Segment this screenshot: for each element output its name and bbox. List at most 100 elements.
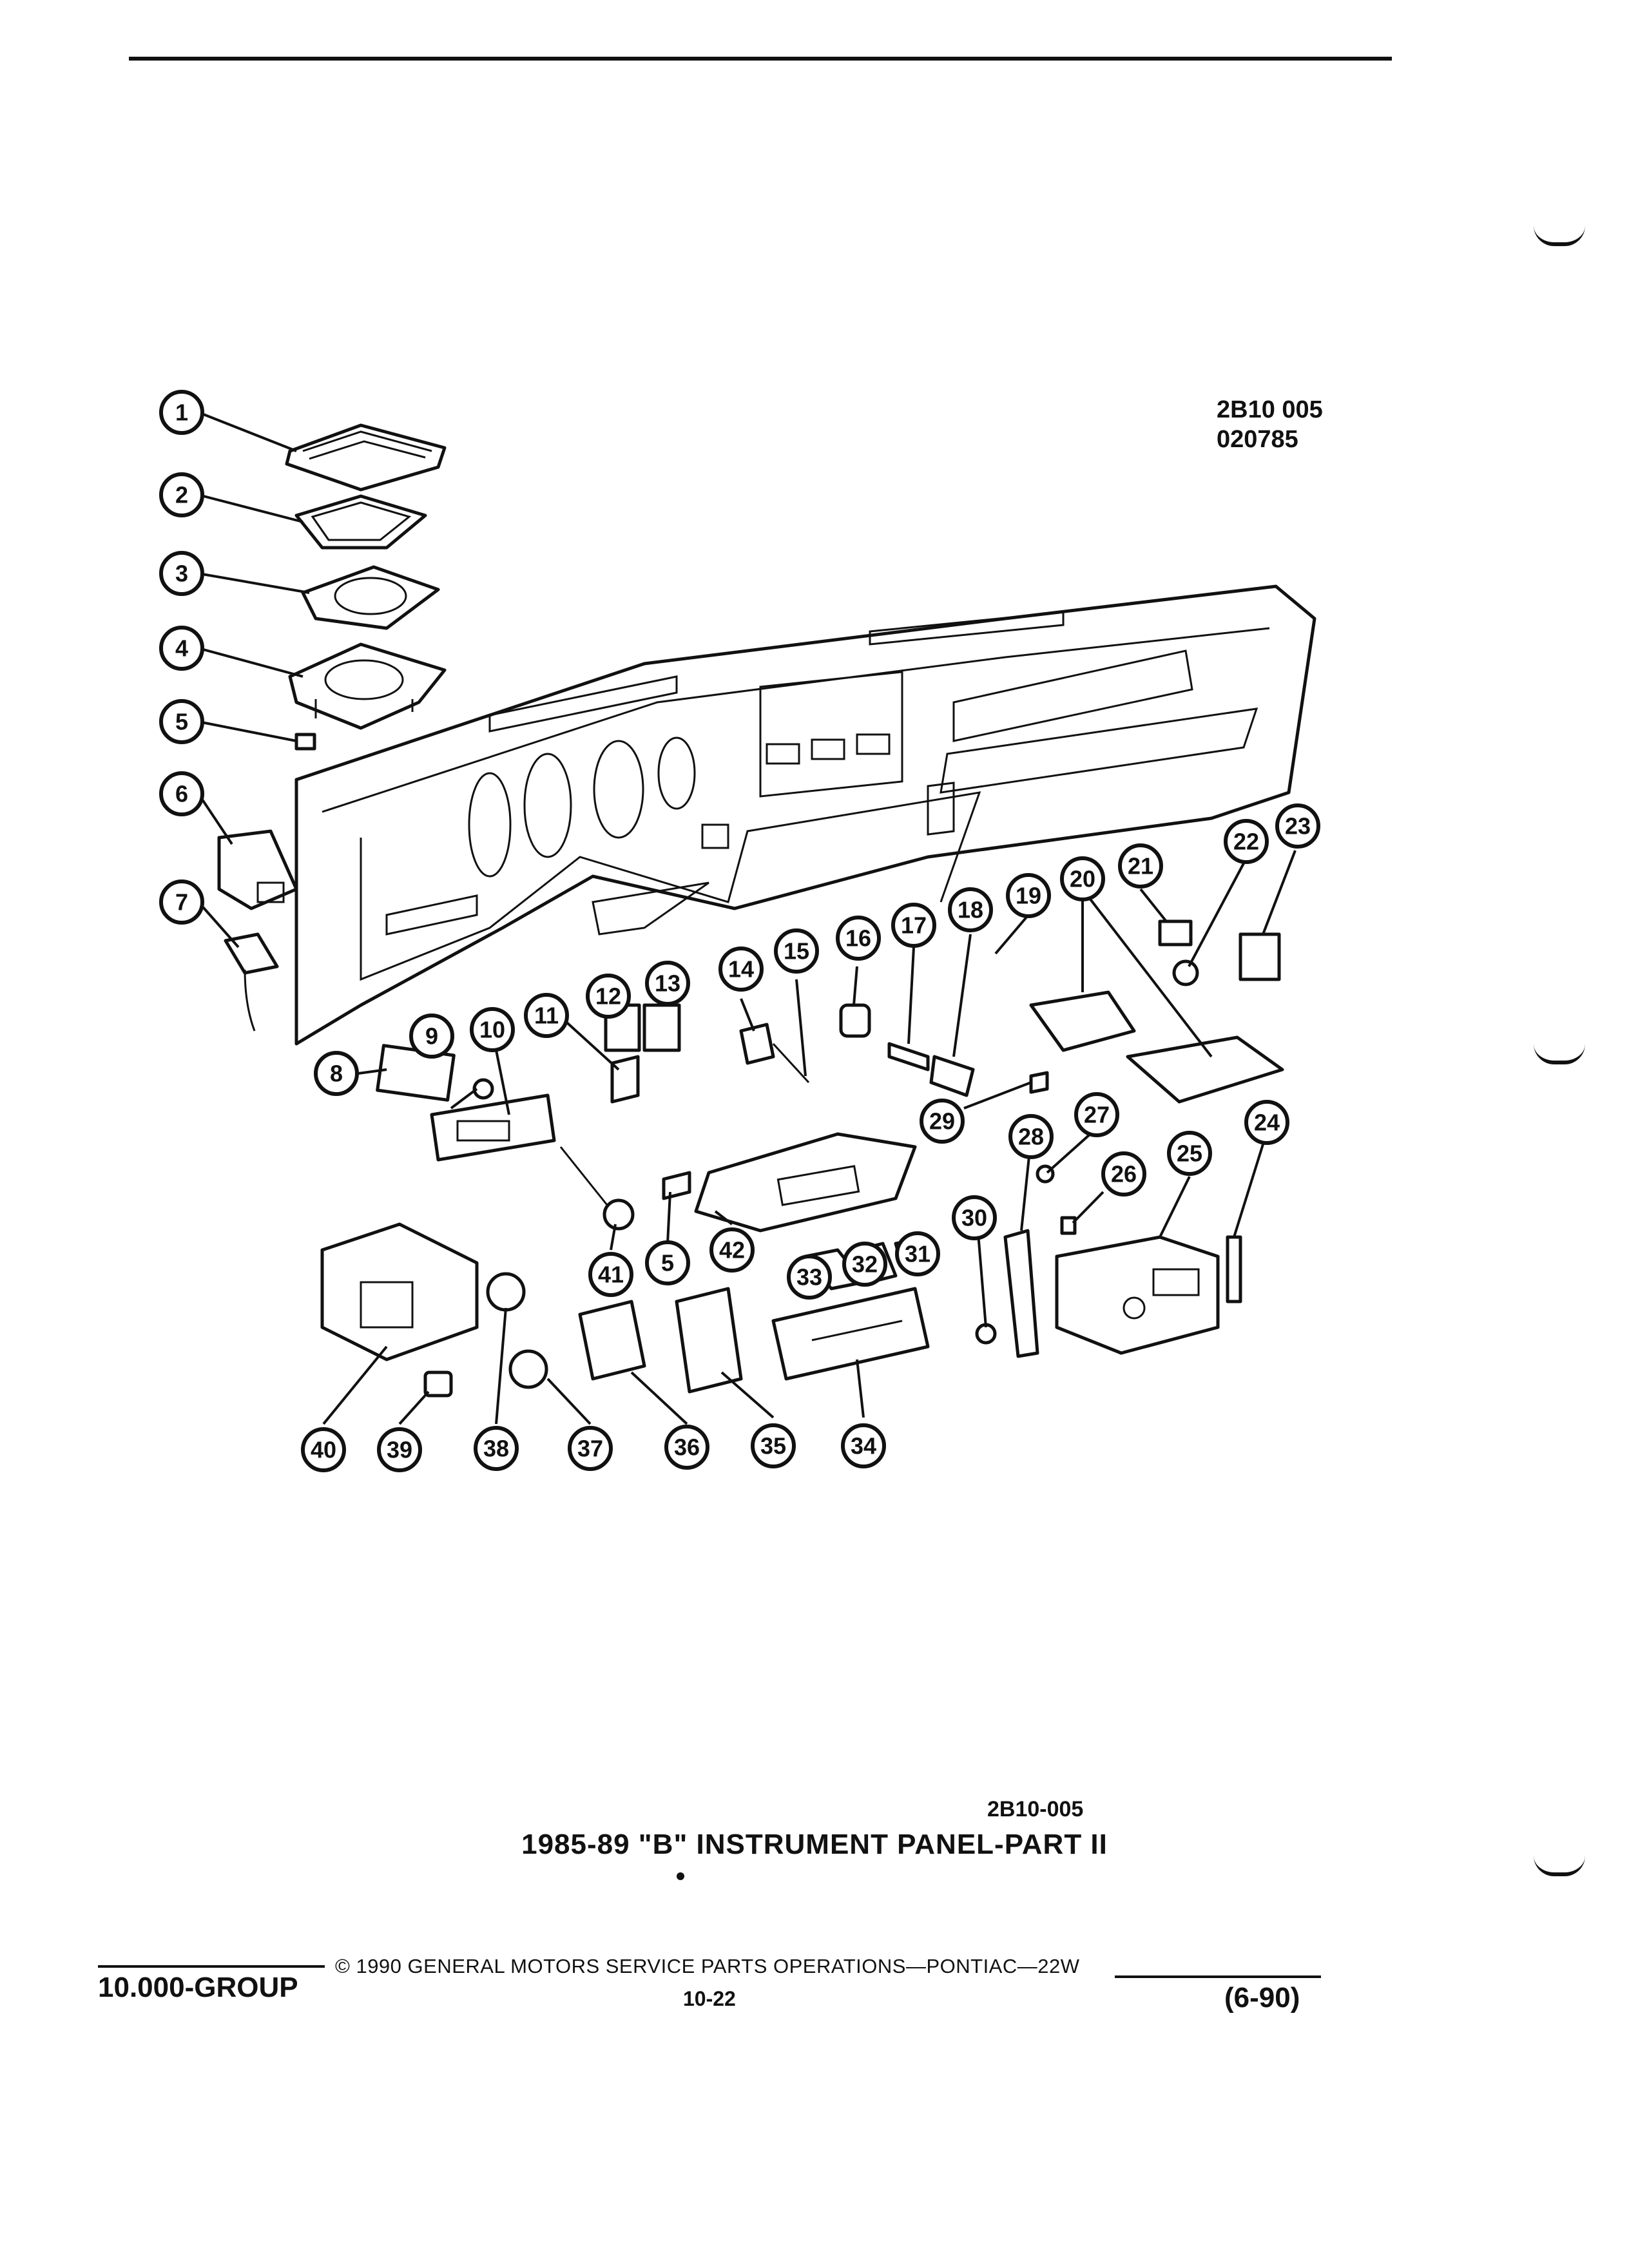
callout-25: 25 xyxy=(1167,1131,1212,1176)
footer-revision: (6-90) xyxy=(1224,1982,1300,2013)
svg-text:18: 18 xyxy=(958,897,983,923)
callout-23: 23 xyxy=(1275,803,1320,849)
svg-text:22: 22 xyxy=(1233,829,1259,855)
callout-42: 42 xyxy=(709,1227,755,1273)
svg-text:41: 41 xyxy=(598,1262,624,1288)
footer-page-number: 10-22 xyxy=(683,1987,736,2010)
svg-text:30: 30 xyxy=(961,1205,987,1231)
svg-text:7: 7 xyxy=(175,889,188,916)
svg-text:28: 28 xyxy=(1018,1124,1044,1150)
part-cigar-lighter xyxy=(839,1003,975,1097)
callout-30: 30 xyxy=(952,1195,997,1240)
callout-3: 3 xyxy=(159,551,204,596)
svg-text:42: 42 xyxy=(719,1237,745,1264)
callout-7: 7 xyxy=(159,879,204,925)
callout-41: 41 xyxy=(588,1252,633,1297)
svg-text:23: 23 xyxy=(1285,813,1311,840)
part-trim-plate xyxy=(430,1093,556,1162)
svg-text:3: 3 xyxy=(175,561,188,587)
callout-5: 5 xyxy=(159,699,204,744)
scan-mark-2 xyxy=(1534,1044,1585,1064)
callout-29: 29 xyxy=(920,1099,965,1144)
callout-15: 15 xyxy=(774,928,819,974)
svg-text:5: 5 xyxy=(175,709,188,735)
callout-9: 9 xyxy=(409,1014,454,1059)
callout-10: 10 xyxy=(470,1007,515,1052)
svg-text:15: 15 xyxy=(784,938,809,965)
part-connector xyxy=(1239,932,1281,981)
callout-24: 24 xyxy=(1244,1100,1289,1145)
svg-text:12: 12 xyxy=(595,983,621,1010)
part-bracket-24 xyxy=(1226,1235,1242,1303)
svg-text:38: 38 xyxy=(483,1436,509,1462)
scan-mark-3 xyxy=(1534,1856,1585,1876)
part-heater-control-34 xyxy=(771,1287,930,1381)
callout-circles: 1 2 3 4 5 6 7 8 9 10 11 12 13 14 15 16 1… xyxy=(159,390,1320,1472)
svg-text:33: 33 xyxy=(796,1264,822,1291)
callout-8: 8 xyxy=(314,1051,359,1096)
part-knob-37 xyxy=(508,1349,548,1389)
callout-12: 12 xyxy=(586,974,631,1019)
callout-16: 16 xyxy=(836,916,881,961)
part-relay-36 xyxy=(578,1300,646,1381)
svg-text:19: 19 xyxy=(1016,883,1041,909)
part-clip-5b xyxy=(662,1171,691,1200)
svg-text:14: 14 xyxy=(728,956,754,983)
callout-37: 37 xyxy=(568,1426,613,1471)
part-brace-28 xyxy=(1003,1229,1039,1358)
figure-code: 2B10-005 xyxy=(987,1797,1084,1821)
footer-rule-right xyxy=(1115,1975,1321,1978)
part-switch xyxy=(217,829,298,910)
svg-text:35: 35 xyxy=(760,1433,786,1459)
svg-text:2: 2 xyxy=(175,482,188,508)
callout-32: 32 xyxy=(842,1242,887,1287)
part-glovebox-door xyxy=(694,1132,917,1233)
svg-text:9: 9 xyxy=(425,1023,438,1050)
svg-text:31: 31 xyxy=(905,1241,930,1267)
svg-text:26: 26 xyxy=(1111,1161,1137,1187)
callout-6: 6 xyxy=(159,771,204,816)
callout-1: 1 xyxy=(159,390,204,435)
callout-28: 28 xyxy=(1008,1114,1054,1159)
svg-text:11: 11 xyxy=(534,1003,559,1029)
callout-39: 39 xyxy=(377,1427,422,1472)
part-wiper-control xyxy=(739,1023,810,1084)
leader-lines xyxy=(197,411,1296,1425)
svg-text:29: 29 xyxy=(929,1108,955,1135)
top-rule xyxy=(129,57,1392,61)
callout-18: 18 xyxy=(948,887,993,932)
scan-mark-1 xyxy=(1534,226,1585,246)
part-screw-26 xyxy=(1060,1216,1077,1235)
callout-4: 4 xyxy=(159,626,204,671)
svg-text:17: 17 xyxy=(901,912,927,939)
svg-text:6: 6 xyxy=(175,781,188,807)
instrument-panel xyxy=(294,584,1316,1046)
part-radio xyxy=(1055,1235,1220,1355)
callout-11: 11 xyxy=(524,993,569,1038)
svg-text:40: 40 xyxy=(311,1437,336,1463)
svg-text:5: 5 xyxy=(661,1250,674,1276)
svg-text:36: 36 xyxy=(674,1434,700,1461)
svg-text:39: 39 xyxy=(387,1437,412,1463)
svg-text:10: 10 xyxy=(479,1017,505,1043)
part-lamp-harness xyxy=(224,932,279,1032)
callout-22: 22 xyxy=(1224,819,1269,864)
callout-34: 34 xyxy=(841,1423,886,1468)
part-clip xyxy=(294,733,316,751)
part-ashtray-insert xyxy=(1029,990,1136,1052)
callout-26: 26 xyxy=(1101,1151,1146,1196)
callout-19: 19 xyxy=(1006,873,1051,918)
part-knob-38 xyxy=(486,1272,526,1312)
part-plate xyxy=(301,565,440,630)
svg-text:16: 16 xyxy=(845,925,871,952)
part-trim-35 xyxy=(675,1287,743,1394)
callout-5b: 5 xyxy=(645,1240,690,1285)
callout-13: 13 xyxy=(645,961,690,1006)
callout-40: 40 xyxy=(301,1427,346,1472)
ref-code-line1: 2B10 005 xyxy=(1217,396,1323,423)
callout-2: 2 xyxy=(159,472,204,517)
svg-text:8: 8 xyxy=(330,1061,343,1087)
part-knob-41 xyxy=(559,1146,635,1231)
ref-code-line2: 020785 xyxy=(1217,426,1298,453)
svg-text:20: 20 xyxy=(1070,866,1095,892)
